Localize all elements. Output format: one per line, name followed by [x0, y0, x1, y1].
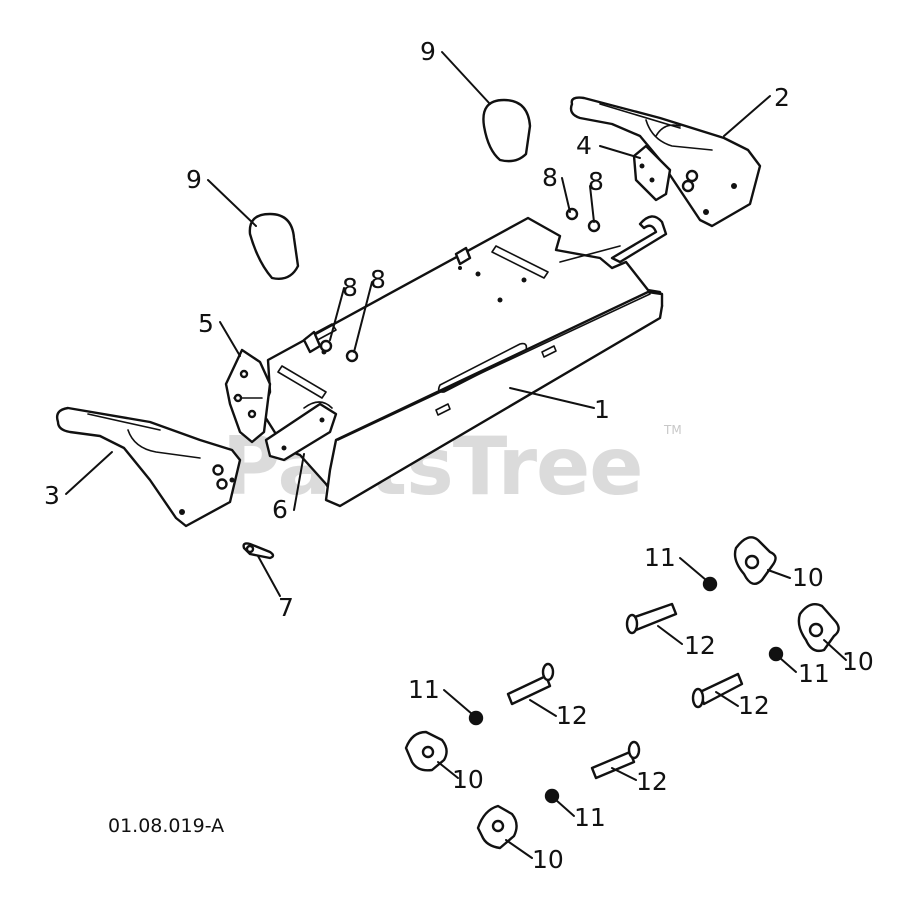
callout-8-d: 8 [370, 265, 386, 294]
callout-4: 4 [576, 131, 592, 160]
callout-1: 1 [594, 395, 610, 424]
part-5-left-bracket[interactable] [224, 348, 272, 444]
part-9-knobs[interactable] [248, 98, 532, 280]
callouts: 9 9 2 4 8 8 8 8 5 1 3 6 7 11 10 10 11 12… [44, 37, 874, 874]
part-11-small-nuts[interactable] [468, 576, 784, 804]
callout-11-c: 11 [408, 675, 440, 704]
part-7-clip-pin[interactable] [242, 542, 275, 560]
callout-10-a: 10 [792, 563, 824, 592]
callout-12-d: 12 [636, 767, 668, 796]
part-2-right-lever[interactable] [569, 96, 762, 228]
part-10-star-knobs[interactable] [404, 536, 840, 850]
callout-7: 7 [278, 593, 294, 622]
callout-12-a: 12 [684, 631, 716, 660]
callout-3: 3 [44, 481, 60, 510]
part-3-left-lever[interactable] [55, 406, 242, 528]
callout-9-left: 9 [186, 165, 202, 194]
callout-9-top: 9 [420, 37, 436, 66]
part-1-frame[interactable] [260, 215, 668, 508]
diagram-code: 01.08.019-A [108, 815, 224, 837]
callout-10-d: 10 [532, 845, 564, 874]
callout-10-c: 10 [452, 765, 484, 794]
callout-10-b: 10 [842, 647, 874, 676]
part-4-right-bracket[interactable] [632, 144, 672, 202]
callout-6: 6 [272, 495, 288, 524]
part-6-pivot-link[interactable] [264, 401, 338, 462]
callout-2: 2 [774, 83, 790, 112]
callout-11-a: 11 [644, 543, 676, 572]
callout-5: 5 [198, 309, 214, 338]
callout-8-c: 8 [342, 273, 358, 302]
callout-12-c: 12 [556, 701, 588, 730]
leader-lines [65, 51, 847, 859]
part-12-clevis-pins[interactable] [506, 602, 744, 780]
callout-12-b: 12 [738, 691, 770, 720]
callout-8-a: 8 [542, 163, 558, 192]
callout-11-d: 11 [574, 803, 606, 832]
callout-8-b: 8 [588, 167, 604, 196]
callout-11-b: 11 [798, 659, 830, 688]
watermark-trademark: TM [663, 423, 682, 437]
